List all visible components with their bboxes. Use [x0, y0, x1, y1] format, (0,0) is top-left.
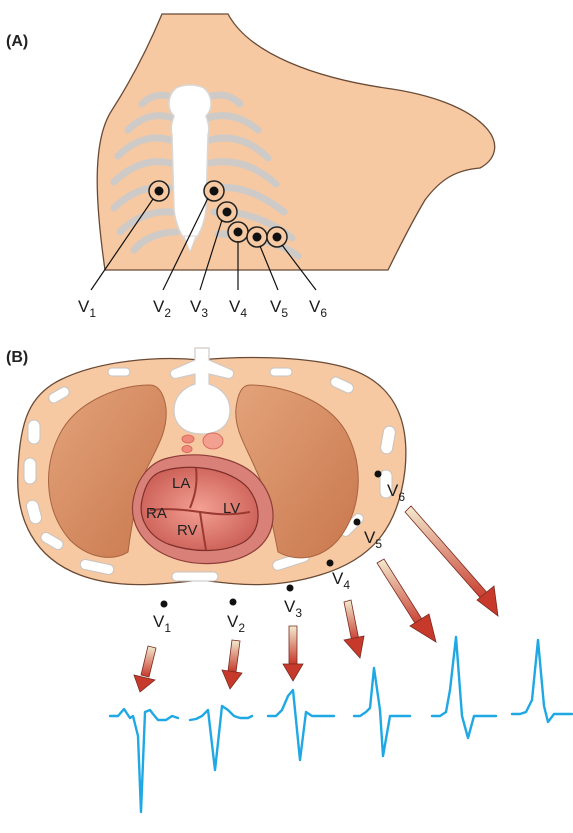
- lead-label-v1: V1: [78, 297, 96, 320]
- lead-label-b-v1: V1: [153, 612, 171, 635]
- esophagus: [182, 435, 194, 443]
- arrow-v6-icon: [405, 506, 498, 616]
- arrow-v5-icon: [377, 559, 436, 642]
- lead-label-v2: V2: [153, 297, 171, 320]
- ecg-trace-v6: [512, 640, 572, 722]
- aorta: [203, 433, 223, 449]
- arrow-v1-icon: [134, 646, 156, 692]
- arrow-v3-icon: [283, 626, 303, 681]
- lead-label-v4: V4: [229, 297, 247, 320]
- panel-a-lead-labels: V1 V2 V3 V4 V5 V6: [78, 297, 327, 320]
- panel-a-label: (A): [6, 33, 28, 50]
- lead-label-v6: V6: [309, 297, 327, 320]
- lead-label-b-v4: V4: [332, 569, 350, 592]
- ecg-trace-v5: [432, 637, 496, 738]
- ecg-trace-v4: [354, 668, 410, 756]
- dot-v2-icon: [230, 599, 237, 606]
- dot-v4-icon: [327, 560, 334, 567]
- arrow-v2-icon: [222, 640, 242, 689]
- label-lv: LV: [223, 500, 240, 517]
- torso-illustration: [97, 14, 495, 270]
- panel-b-label: (B): [6, 349, 28, 366]
- lead-label-b-v3: V3: [284, 597, 302, 620]
- electrode-v1-icon: [149, 181, 169, 201]
- dot-v3-icon: [287, 585, 294, 592]
- dot-v5-icon: [354, 519, 361, 526]
- ecg-trace-v3: [268, 690, 334, 760]
- label-ra: RA: [146, 505, 167, 522]
- dot-v1-icon: [161, 601, 168, 608]
- ecg-trace-v2: [190, 706, 252, 770]
- electrode-v4-icon: [228, 222, 248, 242]
- trachea-section: [182, 446, 192, 453]
- lead-label-v5: V5: [270, 297, 288, 320]
- ecg-traces: [110, 637, 572, 812]
- ecg-trace-v1: [110, 709, 178, 812]
- label-la: LA: [172, 475, 190, 492]
- label-rv: RV: [177, 522, 198, 539]
- arrow-v4-icon: [344, 600, 364, 658]
- dot-v6-icon: [375, 471, 382, 478]
- electrode-v6-icon: [267, 227, 287, 247]
- electrode-v2-icon: [204, 181, 224, 201]
- electrode-v3-icon: [217, 202, 237, 222]
- lead-label-b-v2: V2: [227, 612, 245, 635]
- thorax-cross-section: LA LV RA RV: [18, 348, 406, 585]
- lead-label-v3: V3: [190, 297, 208, 320]
- electrode-v5-icon: [247, 227, 267, 247]
